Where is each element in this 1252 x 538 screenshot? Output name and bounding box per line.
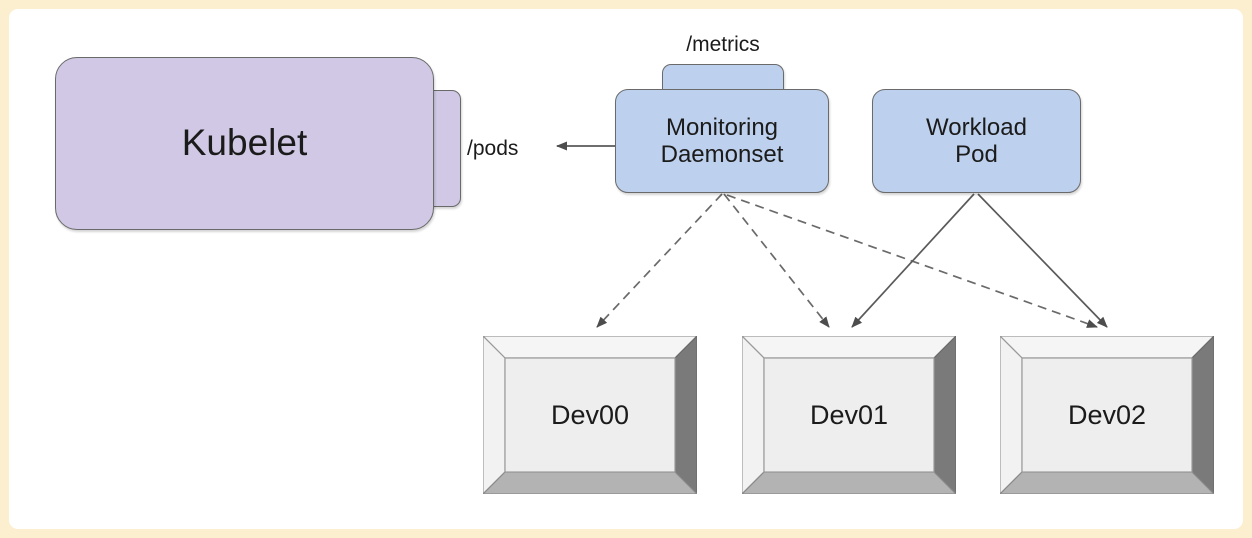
workload-pod-label-line1: Workload [926,113,1027,141]
edge-monitoring-to-dev01 [723,193,830,328]
edge-monitoring-to-dev00 [596,193,723,328]
device-label-dev01: Dev01 [809,399,889,430]
pods-endpoint-label: /pods [467,137,519,160]
edge-workload-to-dev01 [851,193,975,328]
device-node-dev01[interactable]: Dev01 [742,336,956,494]
monitoring-daemonset-label: Monitoring Daemonset [661,114,784,169]
monitoring-daemonset-node[interactable]: Monitoring Daemonset [615,89,829,193]
device-cube-icon [1000,336,1214,494]
device-label-dev00: Dev00 [550,399,630,430]
workload-pod-node[interactable]: Workload Pod [872,89,1081,193]
metrics-endpoint-label: /metrics [686,33,760,56]
workload-pod-label: Workload Pod [926,114,1027,169]
kubelet-node[interactable]: Kubelet [55,57,434,230]
device-cube-icon [742,336,956,494]
monitoring-daemonset-label-line2: Daemonset [660,141,784,168]
device-node-dev00[interactable]: Dev00 [483,336,697,494]
diagram-canvas: Kubelet /pods /metrics Monitoring Daemon… [9,9,1243,529]
device-label-dev02: Dev02 [1067,399,1147,430]
device-node-dev02[interactable]: Dev02 [1000,336,1214,494]
device-cube-icon [483,336,697,494]
kubelet-label: Kubelet [181,122,308,164]
workload-pod-label-line2: Pod [955,141,998,168]
edge-workload-to-dev02 [977,193,1108,328]
edge-monitoring-to-dev02 [726,194,1098,328]
monitoring-daemonset-label-line1: Monitoring [665,113,779,141]
